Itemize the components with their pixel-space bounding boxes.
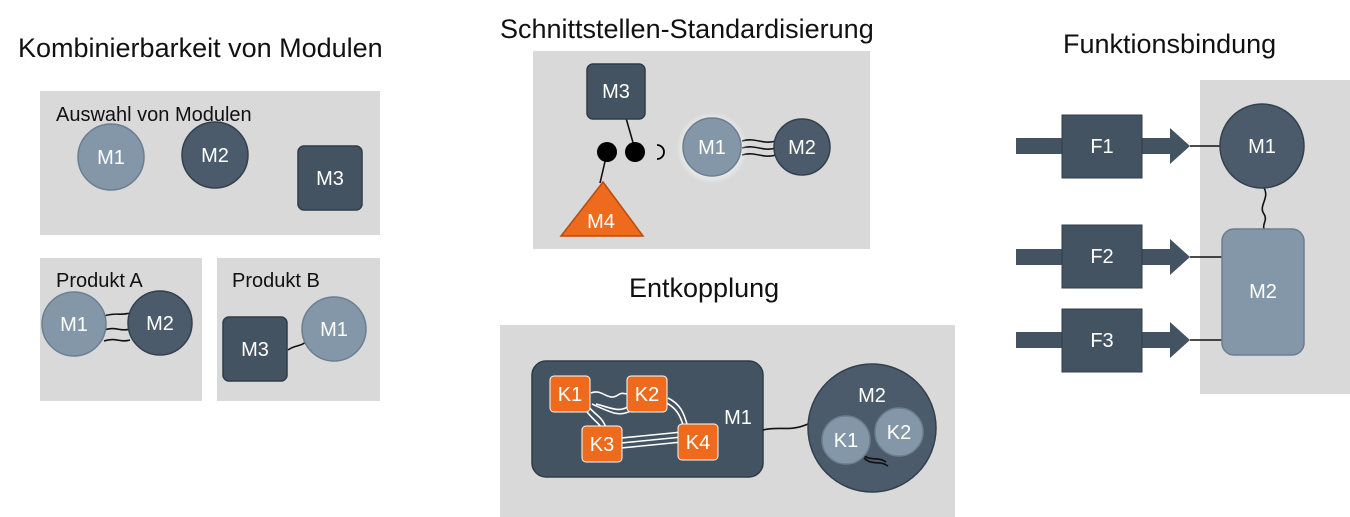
module-m4-label: M4	[587, 211, 615, 233]
function-f3-label: F3	[1090, 330, 1113, 352]
module-m2: M2	[1221, 228, 1305, 356]
auswahl-label: Auswahl von Modulen	[56, 104, 252, 126]
interface-socket-icon	[656, 144, 665, 160]
produkt-b-label: Produkt B	[232, 270, 320, 292]
module-m1-label: M1	[1248, 136, 1276, 158]
module-m3: M3	[297, 145, 363, 211]
module-m1: M1	[41, 291, 107, 357]
component-k3-label: K3	[590, 434, 614, 456]
module-m1-label: M1	[724, 407, 752, 429]
interface-plug-icon	[597, 142, 617, 162]
component-k2: K2	[626, 375, 668, 413]
module-m4: M4	[559, 180, 645, 237]
component-k2-label: K2	[635, 384, 659, 406]
module-m2-label: M2	[858, 385, 886, 407]
module-m3: M3	[586, 63, 646, 120]
function-f3: F3	[1016, 308, 1190, 373]
title-funktionsbindung: Funktionsbindung	[1063, 29, 1276, 59]
module-m2-label: M2	[1249, 281, 1277, 303]
module-m3: M3	[222, 316, 288, 382]
wire-m3	[625, 117, 635, 147]
produkt-a-label: Produkt A	[56, 270, 143, 292]
module-m3-label: M3	[602, 81, 630, 103]
module-m2: M2	[181, 121, 249, 189]
function-f1-label: F1	[1090, 136, 1113, 158]
component-k4: K4	[677, 423, 719, 461]
component-k3: K3	[581, 425, 623, 463]
module-m1-label: M1	[320, 319, 348, 341]
panel-produkt-a: Produkt A M1 M2	[40, 258, 202, 401]
module-m2: M2	[773, 118, 831, 176]
interface-plug-icon	[625, 142, 645, 162]
panel-auswahl: Auswahl von Modulen M1 M2 M3	[40, 91, 380, 235]
component-k1-label: K1	[834, 430, 858, 452]
panel-produkt-b: Produkt B M3 M1	[217, 258, 380, 401]
module-m1: M1	[682, 117, 742, 177]
panel-funktionsbindung: F1 F2 F3 M1 M2	[1016, 80, 1350, 394]
component-k2-in-m2: K2	[874, 407, 924, 457]
module-m1-label: M1	[97, 147, 125, 169]
module-m1: M1	[77, 123, 145, 191]
module-m1: M1	[301, 296, 367, 362]
title-schnittstellen: Schnittstellen-Standardisierung	[500, 14, 874, 44]
module-m1-label: M1	[60, 314, 88, 336]
title-kombinierbarkeit: Kombinierbarkeit von Modulen	[18, 33, 383, 63]
module-m2-label: M2	[146, 313, 174, 335]
module-m3-label: M3	[316, 168, 344, 190]
function-f2-label: F2	[1090, 246, 1113, 268]
panel-entkopplung: M1 K1 K2 K3 K4	[500, 325, 955, 517]
module-m2: M2	[127, 290, 193, 356]
function-f2: F2	[1016, 224, 1190, 289]
module-m2-label: M2	[201, 145, 229, 167]
panel-schnittstellen: M3 M4 M1 M2	[533, 51, 870, 249]
component-k4-label: K4	[686, 432, 710, 454]
module-m1-label: M1	[698, 137, 726, 159]
module-m3-label: M3	[241, 339, 269, 361]
component-k1-in-m2: K1	[821, 415, 871, 465]
module-m2-label: M2	[788, 137, 816, 159]
component-k1-label: K1	[558, 384, 582, 406]
component-k1: K1	[549, 375, 591, 413]
function-f1: F1	[1016, 114, 1190, 179]
title-entkopplung: Entkopplung	[629, 273, 779, 303]
module-m1: M1	[1219, 103, 1305, 189]
component-k2-label: K2	[887, 422, 911, 444]
